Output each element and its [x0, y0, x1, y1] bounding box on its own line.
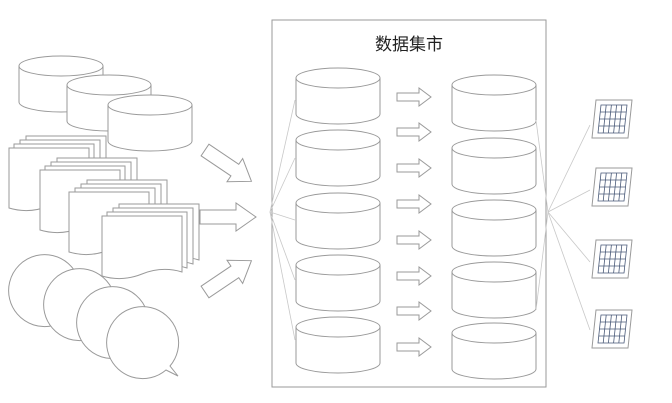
database-icon	[295, 316, 381, 374]
document-stack-icon	[101, 203, 200, 280]
output-reports	[591, 99, 633, 349]
arrow-icon	[199, 202, 257, 232]
arrow-icon	[396, 266, 432, 286]
mart-source-cylinders	[295, 67, 381, 374]
grid-report-icon	[591, 99, 633, 139]
speech-bubble-icon	[106, 306, 180, 380]
database-icon	[295, 254, 381, 312]
database-icon	[451, 137, 537, 195]
grid-report-icon	[591, 239, 633, 279]
source-bubbles	[8, 254, 180, 380]
arrow-icon	[396, 87, 432, 107]
database-icon	[295, 192, 381, 250]
source-database-icon	[107, 94, 193, 152]
database-icon	[451, 261, 537, 319]
database-icon	[451, 199, 537, 257]
arrow-icon	[396, 194, 432, 214]
fan-in-lines	[269, 99, 296, 341]
mart-arrows	[396, 87, 432, 357]
arrow-icon	[396, 122, 432, 142]
arrow-icon	[396, 230, 432, 250]
input-arrows	[196, 137, 260, 305]
arrow-icon	[196, 248, 260, 305]
arrow-icon	[396, 301, 432, 321]
database-icon	[451, 322, 537, 380]
grid-report-icon	[591, 167, 633, 207]
database-icon	[295, 129, 381, 187]
fan-out-lines	[535, 119, 591, 331]
data-mart-title: 数据集市	[375, 35, 443, 55]
arrow-icon	[396, 158, 432, 178]
mart-target-cylinders	[451, 74, 537, 380]
arrow-icon	[196, 137, 260, 194]
grid-report-icon	[591, 309, 633, 349]
database-icon	[451, 74, 537, 132]
arrow-icon	[396, 337, 432, 357]
database-icon	[295, 67, 381, 125]
